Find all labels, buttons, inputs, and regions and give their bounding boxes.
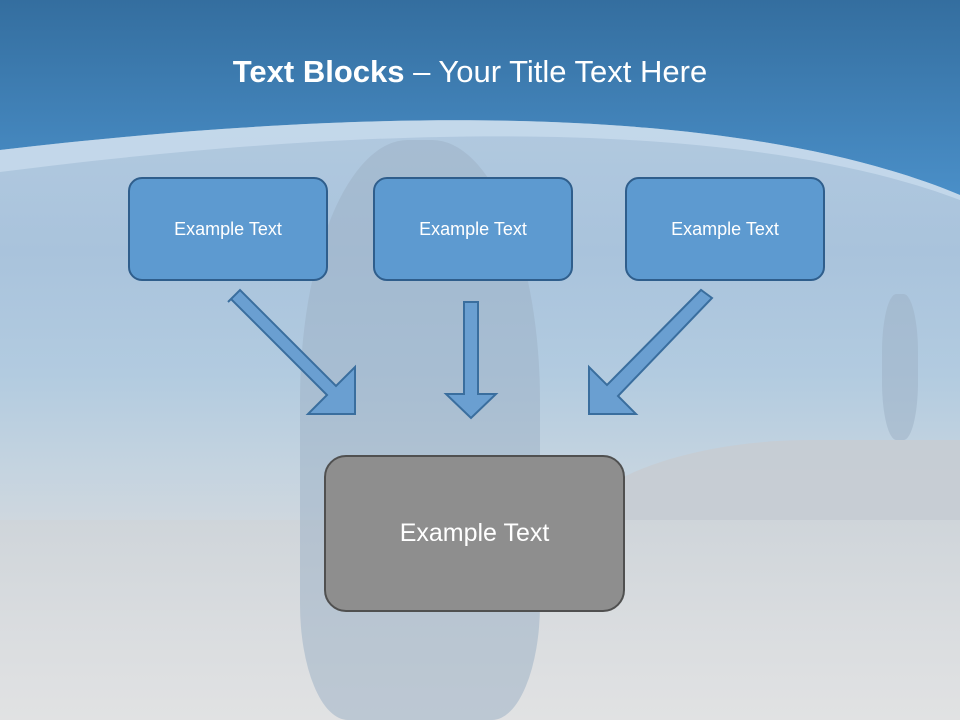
text-block-1[interactable]: Example Text	[128, 177, 328, 281]
text-block-2-label: Example Text	[419, 218, 527, 239]
text-block-1-label: Example Text	[174, 218, 282, 239]
arrow-right	[588, 288, 714, 415]
text-block-2[interactable]: Example Text	[373, 177, 573, 281]
header-band	[0, 0, 960, 200]
background-child-figure	[882, 294, 918, 440]
text-block-result[interactable]: Example Text	[324, 455, 625, 612]
title-separator: –	[404, 54, 439, 89]
title-bold: Text Blocks	[232, 54, 405, 89]
title-regular: Your Title Text Here	[438, 54, 708, 89]
arrow-center	[443, 301, 499, 420]
text-block-3[interactable]: Example Text	[625, 177, 825, 281]
arrow-left	[227, 288, 356, 415]
text-block-result-label: Example Text	[399, 519, 550, 547]
text-block-3-label: Example Text	[671, 218, 779, 239]
slide-title: Text Blocks – Your Title Text Here	[0, 54, 940, 90]
